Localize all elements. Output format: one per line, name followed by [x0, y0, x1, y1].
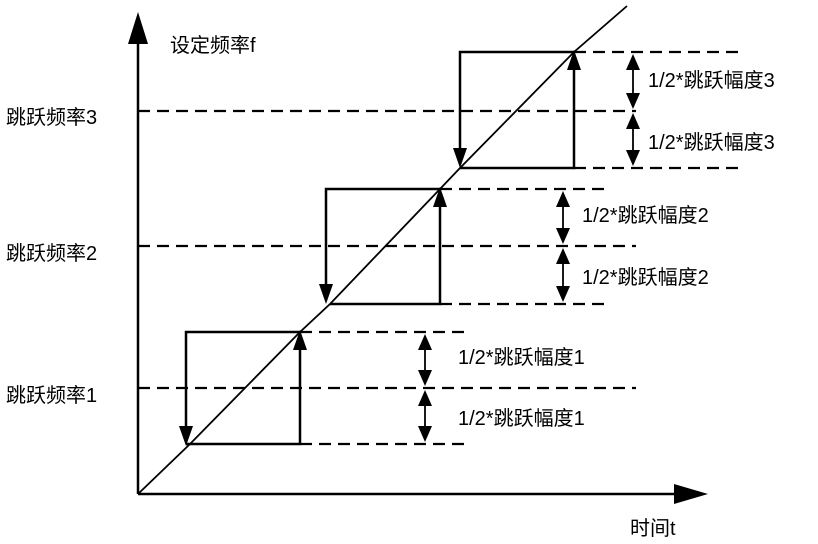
skip-band-3: 跳跃频率3 1/2*跳跃幅度3 1/2*跳跃幅度3 — [6, 50, 775, 170]
skip-band-1: 跳跃频率1 1/2*跳跃幅度1 1/2*跳跃幅度1 — [6, 330, 636, 446]
x-axis-label: 时间t — [630, 517, 676, 540]
skip-band-2-upper-width-label: 1/2*跳跃幅度2 — [582, 204, 709, 227]
skip-band-2-upper-dim-arrow-bottom — [556, 228, 570, 244]
axes: 设定频率f 时间t — [128, 12, 708, 540]
skip-band-2: 跳跃频率2 1/2*跳跃幅度2 1/2*跳跃幅度2 — [6, 187, 709, 306]
skip-band-2-lower-dim-arrow-bottom — [556, 286, 570, 302]
y-axis-label: 设定频率f — [170, 34, 256, 57]
skip-band-1-up-arrowhead — [293, 330, 307, 350]
skip-band-3-upper-dim-arrow-bottom — [626, 93, 640, 109]
skip-band-2-bottom-edge — [330, 207, 442, 306]
skip-band-1-lower-dim-arrow-top — [418, 390, 432, 406]
skip-band-3-upper-dim-arrow-top — [626, 54, 640, 70]
skip-band-1-upper-dim-arrow-top — [418, 334, 432, 350]
skip-band-3-up-arrowhead — [567, 50, 581, 70]
skip-band-3-lower-dim-arrow-top — [626, 113, 640, 129]
skip-band-2-upper-dim-arrow-top — [556, 191, 570, 207]
skip-band-1-lower-dim-arrow-bottom — [418, 426, 432, 442]
skip-band-2-up-arrowhead — [433, 187, 447, 207]
skip-band-3-hysteresis-loop — [458, 50, 574, 150]
skip-band-3-lower-width-label: 1/2*跳跃幅度3 — [648, 131, 775, 154]
skip-band-3-lower-dim-arrow-bottom — [626, 150, 640, 166]
skip-band-2-down-arrowhead — [319, 284, 333, 304]
skip-frequency-2-label: 跳跃频率2 — [6, 242, 97, 265]
skip-band-1-lower-width-label: 1/2*跳跃幅度1 — [458, 407, 585, 430]
skip-band-2-lower-dim-arrow-top — [556, 248, 570, 264]
skip-band-3-down-arrowhead — [453, 148, 467, 168]
skip-band-1-upper-width-label: 1/2*跳跃幅度1 — [458, 346, 585, 369]
skip-band-3-upper-width-label: 1/2*跳跃幅度3 — [648, 69, 775, 92]
skip-band-1-upper-dim-arrow-bottom — [418, 370, 432, 386]
skip-frequency-3-label: 跳跃频率3 — [6, 106, 97, 129]
skip-band-2-lower-width-label: 1/2*跳跃幅度2 — [582, 266, 709, 289]
skip-band-1-down-arrowhead — [179, 426, 193, 446]
skip-band-3-bottom-edge — [460, 70, 576, 170]
x-axis-arrowhead — [674, 484, 708, 504]
y-axis-arrowhead — [128, 12, 148, 44]
skip-band-1-bottom-edge — [186, 350, 302, 446]
skip-frequency-1-label: 跳跃频率1 — [6, 384, 97, 407]
skip-band-1-hysteresis-loop — [184, 330, 300, 428]
skip-band-2-hysteresis-loop — [324, 187, 440, 286]
